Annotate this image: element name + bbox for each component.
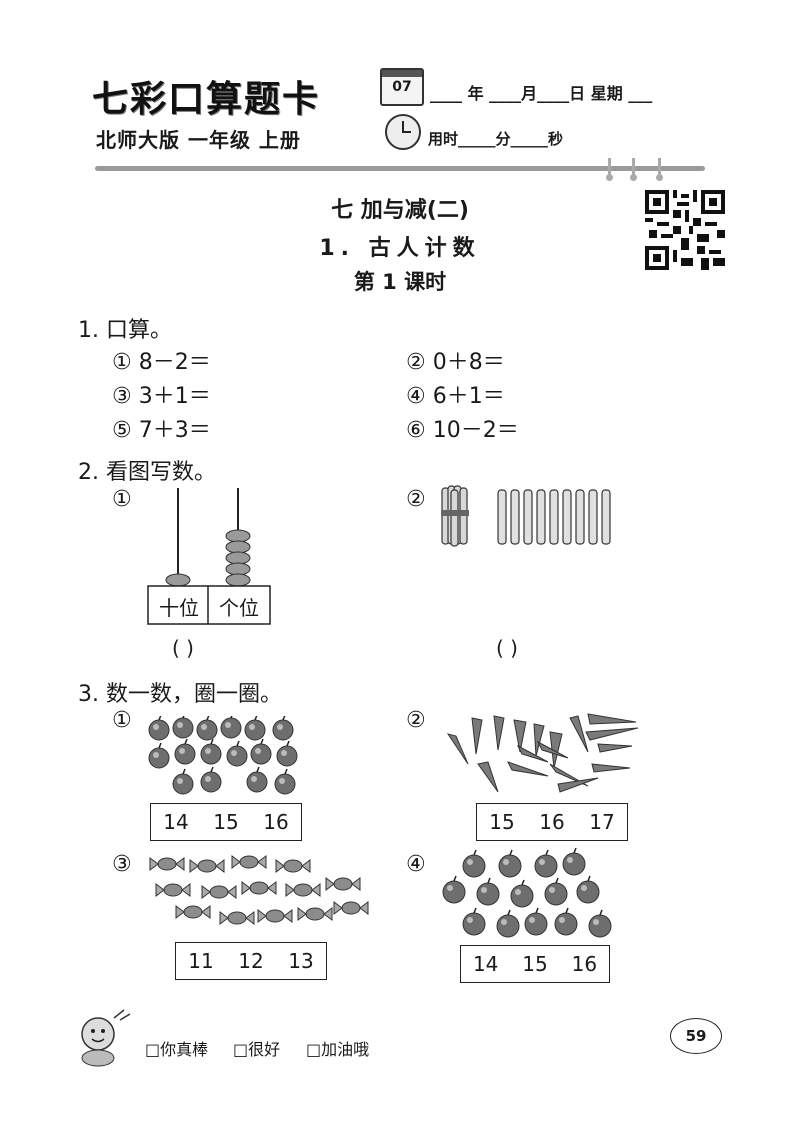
options-box: 14 15 16 (460, 945, 610, 983)
q1-item: ② 0＋8＝ (406, 350, 505, 375)
option[interactable]: 14 (472, 952, 499, 976)
qr-code-icon[interactable] (645, 190, 725, 270)
q1-item: ③ 3＋1＝ (112, 384, 211, 409)
option[interactable]: 16 (539, 810, 565, 834)
period-label: 第 1 课时 (353, 270, 447, 294)
divider-pin (630, 158, 637, 181)
q3-label: ① (112, 708, 132, 733)
q2-label: ① (112, 487, 132, 512)
q1-item: ④ 6＋1＝ (406, 384, 505, 409)
mascot-image (81, 1009, 131, 1067)
rating-checkbox[interactable]: □很好 (233, 1040, 281, 1059)
option[interactable]: 16 (263, 810, 289, 834)
option[interactable]: 13 (288, 949, 314, 973)
page-number: 59 (670, 1018, 722, 1054)
question-1-title: 1. 口算。 (78, 318, 172, 343)
option[interactable]: 16 (571, 952, 598, 976)
edition-label: 北师大版 一年级 上册 (96, 128, 301, 152)
option[interactable]: 15 (489, 810, 515, 834)
divider-pin (606, 158, 613, 181)
apples-image (442, 848, 612, 938)
question-3-title: 3. 数一数，圈一圈。 (78, 682, 282, 707)
q3-label: ④ (406, 852, 426, 877)
abacus-ones-label: 个位 (219, 596, 259, 620)
option[interactable]: 12 (238, 949, 264, 973)
lesson-title: 1. 古人计数 (319, 236, 481, 261)
q1-item: ① 8－2＝ (112, 350, 211, 375)
answer-blank[interactable]: ( ) (496, 636, 518, 660)
time-line: 用时_____分_____秒 (428, 130, 564, 148)
q2-label: ② (406, 487, 426, 512)
header-divider (95, 166, 705, 171)
abacus-tens-label: 十位 (159, 596, 199, 620)
q3-label: ② (406, 708, 426, 733)
apples-image (148, 716, 298, 795)
option[interactable]: 17 (589, 810, 615, 834)
options-box: 15 16 17 (476, 803, 628, 841)
brand-title: 七彩口算题卡 (92, 78, 321, 120)
rating-checkbox[interactable]: □你真棒 (145, 1040, 209, 1059)
calendar-icon: 07 (380, 68, 424, 106)
q1-item: ⑤ 7＋3＝ (112, 418, 211, 443)
option[interactable]: 14 (163, 810, 189, 834)
option[interactable]: 11 (188, 949, 214, 973)
option[interactable]: 15 (522, 952, 548, 976)
unit-title: 七 加与减(二) (331, 198, 469, 223)
q1-item: ⑥ 10－2＝ (406, 418, 519, 443)
clock-icon (385, 114, 421, 150)
candies-image (149, 855, 369, 925)
q3-label: ③ (112, 852, 132, 877)
calendar-number: 07 (392, 79, 412, 95)
carrots-image (446, 713, 639, 793)
option[interactable]: 15 (213, 810, 239, 834)
options-box: 14 15 16 (150, 803, 302, 841)
sticks-image (441, 485, 611, 547)
answer-blank[interactable]: ( ) (172, 636, 194, 660)
question-2-title: 2. 看图写数。 (78, 460, 216, 485)
abacus-image (147, 488, 271, 625)
divider-pin (656, 158, 663, 181)
rating-checkbox[interactable]: □加油哦 (306, 1040, 370, 1059)
date-line: ____ 年 ____月____日 星期 ___ (430, 84, 653, 103)
options-box: 11 12 13 (175, 942, 327, 980)
